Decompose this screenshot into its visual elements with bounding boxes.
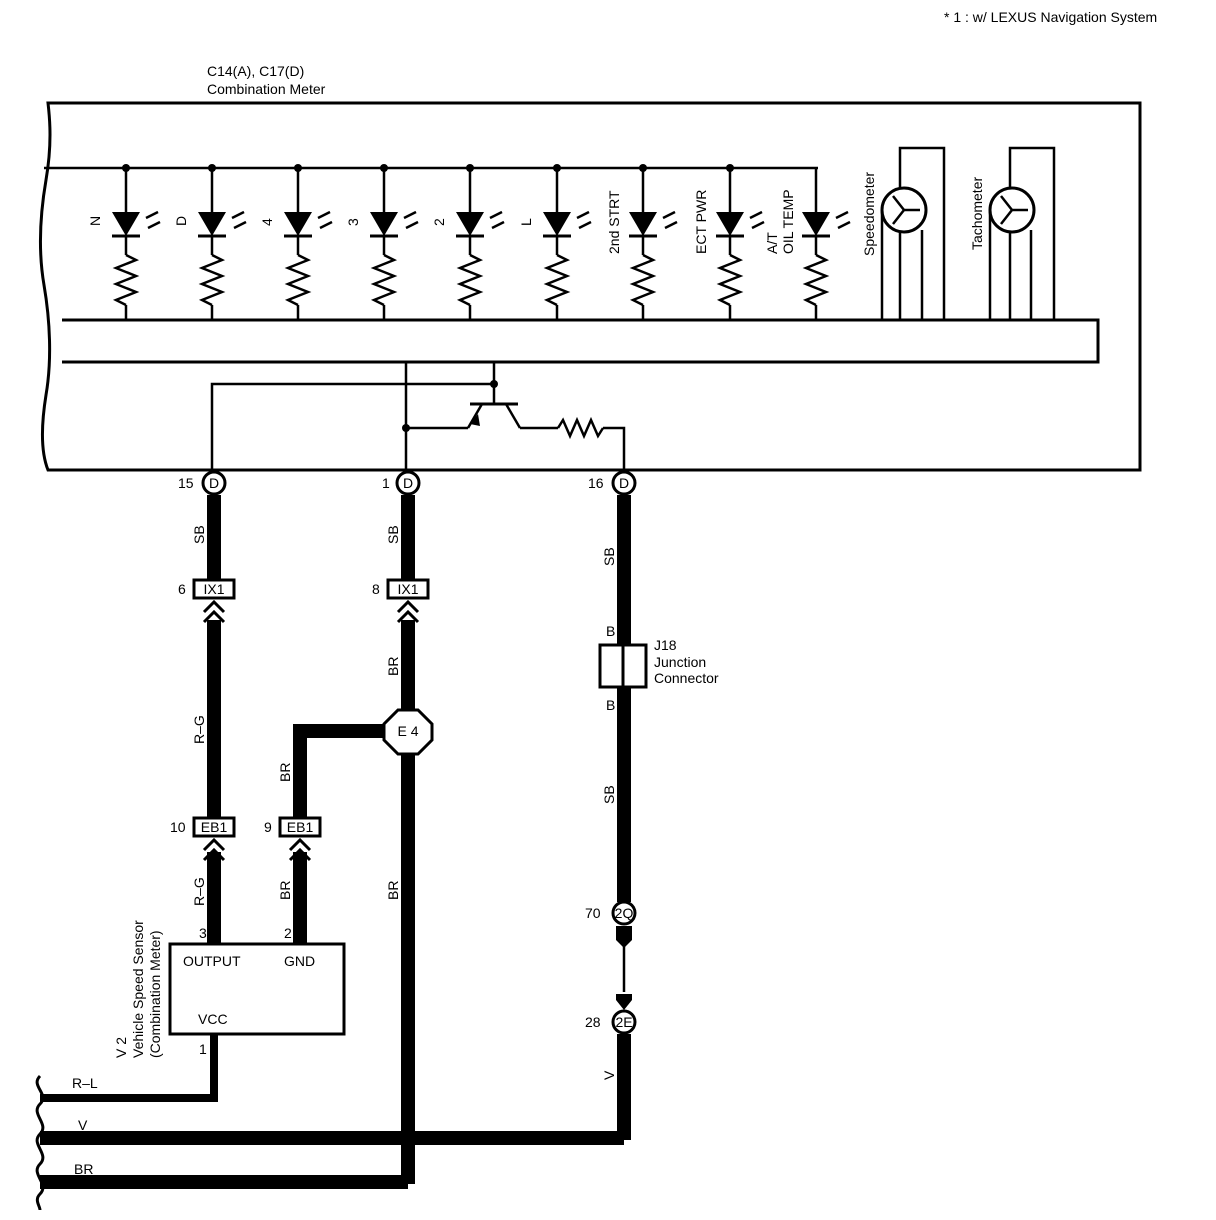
- j18-pin-b-bottom: B: [606, 697, 615, 713]
- indicator-2nd-strt: [629, 164, 678, 320]
- wire-v-1: V: [601, 1070, 617, 1080]
- connector-ix1-a: IX1: [203, 581, 224, 597]
- connector-ix1-b: IX1: [397, 581, 418, 597]
- sensor-vcc: VCC: [198, 1011, 228, 1027]
- pin-eb1-9: 9: [264, 819, 272, 835]
- wire-sb-4: SB: [601, 785, 617, 804]
- footnote: * 1 : w/ LEXUS Navigation System: [944, 9, 1157, 25]
- j18-code: J18: [654, 637, 677, 653]
- wire-rg-1: R–G: [191, 715, 207, 744]
- indicator-2: [456, 164, 505, 320]
- wire-br-2: BR: [277, 763, 293, 782]
- meter-name: Combination Meter: [207, 81, 326, 97]
- wire-sb-3: SB: [601, 547, 617, 566]
- indicator-l: [543, 164, 592, 320]
- label-2: 2: [431, 218, 447, 226]
- pin-16: 16: [588, 475, 604, 491]
- pin-ix1-8: 8: [372, 581, 380, 597]
- indicator-ect-pwr: [716, 164, 765, 320]
- ix1-connectors: IX1 6 IX1 8: [178, 578, 430, 624]
- label-ect-pwr: ECT PWR: [693, 190, 709, 254]
- combination-meter-outline: [38, 101, 1142, 472]
- pin-15: 15: [178, 475, 194, 491]
- connector-2e: 2E: [615, 1014, 632, 1030]
- j18-pin-b-top: B: [606, 623, 615, 639]
- wire-v-2: V: [78, 1117, 88, 1133]
- splice-e4-label: E 4: [397, 723, 418, 739]
- connector-eb1-b: EB1: [287, 819, 314, 835]
- connector-2q: 2Q: [615, 905, 634, 921]
- harness-wires: [40, 495, 631, 1189]
- label-4: 4: [259, 218, 275, 226]
- wire-break-marks: [35, 1074, 45, 1211]
- j18-junction: B B J18 Junction Connector: [598, 623, 719, 713]
- pin-ix1-6: 6: [178, 581, 186, 597]
- label-d: D: [173, 216, 189, 226]
- meter-internal-circuit: [210, 362, 626, 482]
- pin-eb1-10: 10: [170, 819, 186, 835]
- meter-code: C14(A), C17(D): [207, 63, 304, 79]
- label-l: L: [518, 218, 534, 226]
- wire-sb-1: SB: [191, 525, 207, 544]
- connector-eb1-a: EB1: [201, 819, 228, 835]
- speedometer: Speedometer: [861, 146, 946, 322]
- tachometer: Tachometer: [969, 146, 1056, 322]
- eb1-connectors: EB1 10 EB1 9: [170, 816, 322, 862]
- wire-sb-2: SB: [385, 525, 401, 544]
- sensor-pin-1: 1: [199, 1041, 207, 1057]
- vehicle-speed-sensor: OUTPUT GND VCC 3 2 1 V 2 Vehicle Speed S…: [113, 920, 346, 1058]
- meter-connector-pins: D 15 D 1 D 16: [178, 470, 637, 496]
- wire-color-labels: SB SB SB R–G BR BR SB R–G BR BR V R–L V …: [72, 525, 617, 1177]
- wire-rl: R–L: [72, 1075, 98, 1091]
- label-oil-temp: OIL TEMP: [780, 189, 796, 254]
- indicator-lamps: [112, 164, 851, 320]
- j18-line1: Junction: [654, 654, 706, 670]
- wire-br-4: BR: [385, 881, 401, 900]
- sensor-pin-2: 2: [284, 925, 292, 941]
- pin-1: 1: [382, 475, 390, 491]
- connector-d-1: D: [403, 475, 413, 491]
- sensor-gnd: GND: [284, 953, 315, 969]
- indicator-3: [370, 164, 419, 320]
- wire-br-1: BR: [385, 657, 401, 676]
- wire-rg-2: R–G: [191, 877, 207, 906]
- connector-d-16: D: [619, 475, 629, 491]
- sensor-sub: (Combination Meter): [147, 930, 163, 1058]
- 2q-2e-connectors: 2Q 70 2E 28: [585, 900, 637, 1035]
- label-speedometer: Speedometer: [861, 172, 877, 256]
- sensor-pin-3: 3: [199, 925, 207, 941]
- pin-2e-28: 28: [585, 1014, 601, 1030]
- label-3: 3: [345, 218, 361, 226]
- sensor-name: Vehicle Speed Sensor: [130, 920, 146, 1058]
- label-at: A/T: [764, 232, 780, 254]
- wire-br-3: BR: [277, 881, 293, 900]
- indicator-n: [112, 164, 161, 320]
- e4-splice: E 4: [382, 708, 434, 756]
- indicator-labels: N D 4 3 2 L 2nd STRT ECT PWR A/T OIL TEM…: [87, 189, 796, 254]
- label-tachometer: Tachometer: [969, 177, 985, 250]
- label-2nd-strt: 2nd STRT: [606, 190, 622, 254]
- indicator-d: [198, 164, 247, 320]
- wire-br-5: BR: [74, 1161, 93, 1177]
- connector-d-15: D: [209, 475, 219, 491]
- indicator-at-oil-temp: [802, 168, 851, 320]
- pin-2q-70: 70: [585, 905, 601, 921]
- sensor-output: OUTPUT: [183, 953, 241, 969]
- j18-line2: Connector: [654, 670, 719, 686]
- indicator-4: [284, 164, 333, 320]
- sensor-code: V 2: [113, 1037, 129, 1058]
- label-n: N: [87, 216, 103, 226]
